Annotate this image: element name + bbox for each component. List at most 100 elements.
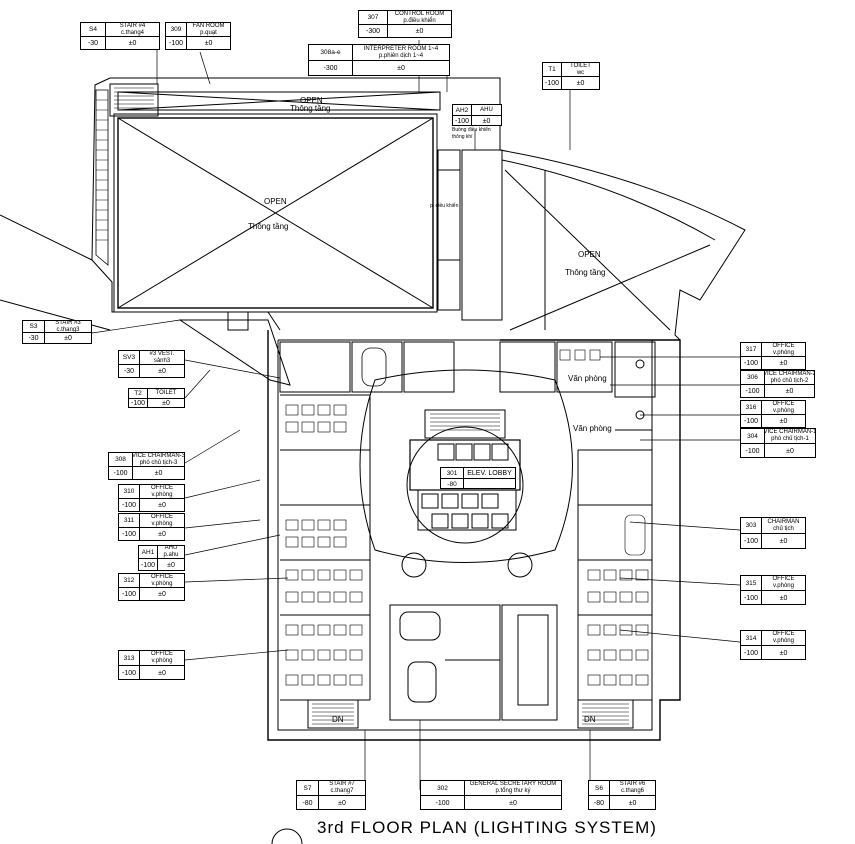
room-level: -100 (741, 534, 762, 549)
room-name-en: OFFICE (151, 514, 173, 520)
room-name-vi: c.thang3 (56, 326, 80, 333)
room-level: -100 (109, 467, 133, 480)
thong-tang-label-main: Thông tầng (248, 222, 289, 231)
room-name-en: VICE CHAIRMAN-1 (765, 429, 815, 435)
room-delta: ±0 (628, 799, 637, 807)
room-level: -300 (359, 25, 388, 38)
room-level: -100 (453, 116, 472, 126)
open-label-main: OPEN (264, 197, 287, 206)
room-delta: ±0 (779, 594, 788, 602)
main-body-outline (267, 330, 681, 741)
room-name-vi: c.thang6 (620, 788, 645, 794)
room-name-en: VICE CHAIRMAN-2 (765, 371, 814, 377)
room-level: -100 (741, 591, 762, 605)
room-name-vi: p.điều khiển (403, 17, 436, 24)
room-level: -100 (166, 37, 187, 50)
thong-tang-label-top: Thông tầng (290, 104, 331, 113)
thong-tang-label-right: Thông tầng (565, 268, 606, 277)
room-level: -100 (741, 646, 762, 660)
room-id: S6 (589, 781, 610, 795)
room-delta: ±0 (576, 80, 585, 87)
room-delta: ±0 (779, 418, 788, 425)
open-void-top (117, 91, 441, 111)
room-level: -30 (81, 37, 106, 50)
room-name: #3 VEST.sảnh3 (140, 351, 184, 364)
room-delta: ±0 (482, 117, 491, 125)
open-label-top: OPEN (300, 96, 323, 105)
room-level: -100 (119, 499, 140, 512)
room-level: -100 (741, 444, 765, 458)
drawing-title: 3rd FLOOR PLAN (LIGHTING SYSTEM) (317, 818, 657, 837)
room-name-vi: wc (576, 69, 585, 76)
room-delta: ±0 (162, 400, 170, 407)
room-id: AH2 (453, 105, 472, 115)
room-name-en: VICE CHAIRMAN-3 (133, 453, 184, 459)
room-delta: ±0 (338, 799, 346, 807)
room-delta: ±0 (154, 470, 163, 477)
room-name-vi: v.phòng (773, 407, 794, 414)
room-name-vi: phó chủ tịch-1 (771, 436, 809, 442)
room-id: S3 (23, 321, 45, 332)
room-name-en: CONTROL ROOM (394, 11, 445, 17)
room-delta: ±0 (397, 65, 405, 72)
room-id: 311 (119, 514, 140, 527)
room-id: 316 (741, 401, 762, 414)
room-level: -300 (309, 61, 353, 76)
room-id: S4 (81, 23, 106, 36)
room-name-vi: chủ tịch (773, 525, 794, 532)
lobby-ring (359, 369, 573, 563)
room-name-en: OFFICE (151, 574, 173, 580)
curved-wing-outline (499, 149, 746, 341)
room-name-en: OFFICE (772, 343, 795, 349)
room-level: -100 (129, 399, 148, 408)
room-delta: ±0 (64, 335, 72, 342)
room-name-en: TOILET (570, 63, 591, 69)
room-name-vi: v.phòng (773, 583, 794, 589)
room-name-en: AHU (164, 546, 178, 551)
room-name-vi: v.phòng (773, 349, 794, 356)
room-delta: ±0 (786, 447, 794, 455)
open-label-right: OPEN (578, 250, 601, 259)
room-name-vi: phó chủ tịch-3 (139, 459, 178, 466)
dn-label-left: DN (332, 715, 344, 724)
room-delta: ±0 (158, 531, 166, 538)
room-name-vi: v.phòng (151, 520, 173, 527)
room-name-en: INTERPRETER ROOM 1~4 (363, 45, 439, 52)
room-name-en: STAIR #6 (619, 781, 646, 787)
room-name-en: AHU (480, 106, 493, 113)
room-delta: ±0 (204, 40, 213, 47)
room-delta: ±0 (128, 40, 137, 47)
room-level: -80 (297, 796, 319, 810)
room-name-vi: v.phòng (773, 638, 794, 644)
room-name-en: OFFICE (772, 631, 795, 637)
room-delta: ±0 (779, 538, 788, 545)
room-level: -100 (119, 588, 140, 601)
room-delta: ±0 (779, 360, 788, 367)
room-level: -80 (589, 796, 610, 810)
